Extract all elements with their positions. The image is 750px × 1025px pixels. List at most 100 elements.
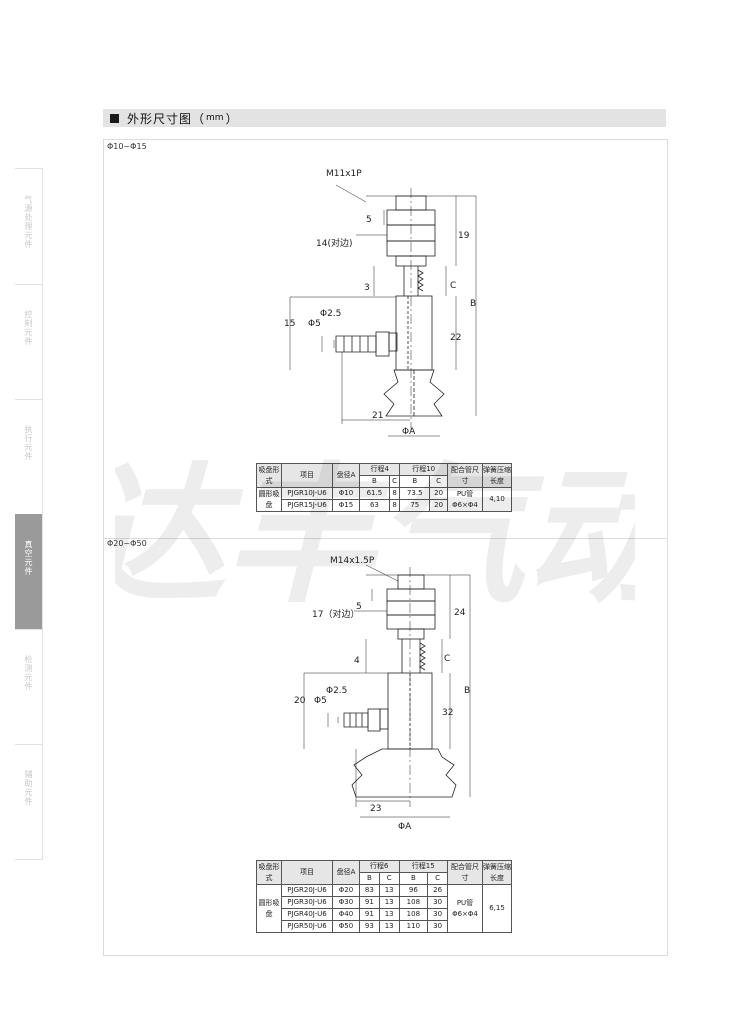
dimension-drawing-large: M14x1.5P 17（对边） 5 24 4 C B 20 Φ5 Φ2.5 32… [294,556,471,832]
cell-spring: 6,15 [482,884,512,933]
cell-b2: 96 [398,884,429,897]
cell-c2: 26 [427,884,448,897]
dim-c: C [450,281,456,291]
cell-dia: Φ10 [332,487,360,500]
th-item: 项目 [281,463,333,488]
dim-phi2-5: Φ2.5 [320,309,341,319]
table-row: 圆形吸盘 PJGR20J-U6 Φ20 83 13 96 26 PU管 Φ6×Φ… [256,884,512,933]
cell-b2: 75 [399,499,431,512]
cell-b1: 63 [359,499,390,512]
dimension-lines [303,564,471,818]
th-sub: C [429,475,448,488]
dim-4: 4 [354,656,360,666]
cell-b1: 83 [359,884,380,897]
th-sub: C [427,872,448,885]
cell-spring: 4,10 [482,487,512,512]
cell-item: PJGR30J-U6 [281,896,333,909]
dimension-drawing-small: M11x1P 14(对边) 5 19 3 C B 15 Φ5 Φ2.5 22 2… [284,169,477,437]
dim-15: 15 [284,319,295,329]
table-row: PJGR15J-U6 Φ15 63 8 75 20 [257,499,512,512]
th-stroke-b: 行程15 [398,860,449,873]
cell-pipe: PU管 Φ6×Φ4 [447,487,483,512]
th-spring: 弹簧压缩长度 [482,463,512,488]
thread-label: M14x1.5P [330,556,375,566]
category-sidebar: 气源处理元件 控制元件 执行元件 真空元件 检测元件 辅助元件 [15,168,43,860]
sidebar-item-label: 控制元件 [24,310,33,346]
th-dia: 盘径A [332,860,360,885]
th-sub: C [388,475,401,488]
section-title: 外形尺寸图 [127,111,193,126]
dim-32: 32 [442,708,453,718]
cell-item: PJGR40J-U6 [281,908,333,921]
cell-c1: 13 [378,896,400,909]
cell-c2: 20 [429,499,448,512]
th-sub: B [359,872,380,885]
cell-dia: Φ50 [332,920,360,933]
table-row: PJGR50J-U6 Φ50 93 13 110 30 [257,920,512,933]
sidebar-item-control[interactable]: 控制元件 [15,284,42,400]
cell-c2: 20 [429,487,448,500]
dim-19: 19 [458,231,470,241]
sidebar-item-vacuum[interactable]: 真空元件 [15,514,42,630]
suction-cup-drawing [335,188,445,430]
dim-phi5: Φ5 [314,696,327,706]
panel-title: Φ20~Φ50 [107,539,147,548]
dim-phi5: Φ5 [308,319,321,329]
th-pipe: 配合管尺寸 [447,463,483,488]
cell-dia: Φ30 [332,896,360,909]
dim-20: 20 [294,696,306,706]
cell-b1: 61.5 [359,487,390,500]
dim-5: 5 [366,215,372,225]
sidebar-item-air-treatment[interactable]: 气源处理元件 [15,169,42,285]
cell-c1: 13 [378,920,400,933]
th-sub: B [399,475,431,488]
dim-b: B [470,299,476,309]
dim-phiA: ΦA [402,427,416,437]
th-type: 吸盘形式 [256,463,282,488]
sidebar-item-sensor[interactable]: 检测元件 [15,629,42,745]
cell-c2: 30 [427,908,448,921]
cell-b1: 91 [359,896,380,909]
dim-phi2-5: Φ2.5 [326,686,347,696]
cell-item: PJGR50J-U6 [281,920,333,933]
th-pipe: 配合管尺寸 [447,860,483,885]
th-stroke-a: 行程6 [359,860,400,873]
table-row: 圆形吸盘 PJGR10J-U6 Φ10 61.5 8 73.5 20 PU管 Φ… [256,487,512,512]
dim-c: C [444,654,450,664]
th-dia: 盘径A [332,463,360,488]
drawing-panel-small: Φ10~Φ15 [103,139,668,539]
panel-title: Φ10~Φ15 [107,142,147,151]
cell-c1: 13 [378,884,400,897]
th-sub: C [378,872,400,885]
dim-23: 23 [370,804,381,814]
th-stroke-a: 行程4 [358,463,401,476]
sidebar-item-label: 检测元件 [24,655,33,691]
cell-dia: Φ15 [332,499,360,512]
cell-shape: 圆形吸盘 [256,884,282,933]
drawing-panel-large: Φ20~Φ50 [103,537,668,956]
cell-item: PJGR20J-U6 [281,884,333,897]
th-item: 项目 [281,860,333,885]
cell-dia: Φ40 [332,908,360,921]
cell-item: PJGR15J-U6 [281,499,333,512]
dim-5: 5 [356,602,362,612]
dim-3: 3 [364,283,370,293]
sidebar-item-auxiliary[interactable]: 辅助元件 [15,744,42,858]
bullet-square-icon [110,113,119,123]
across-flats-label: 17（对边） [312,608,359,620]
thread-label: M11x1P [326,169,362,179]
dimension-lines [289,184,477,437]
sidebar-item-actuator[interactable]: 执行元件 [15,399,42,515]
cell-b2: 73.5 [399,487,431,500]
paren-close: ） [225,111,238,126]
spec-table-small: 吸盘形式 项目 盘径A 行程4 行程10 配合管尺寸 弹簧压缩长度 B C B … [256,463,512,512]
th-sub: B [398,872,429,885]
th-spring: 弹簧压缩长度 [482,860,512,885]
paren-open: （ [192,111,205,126]
dim-b: B [464,686,470,696]
across-flats-label: 14(对边) [316,237,352,249]
th-type: 吸盘形式 [256,860,282,885]
sidebar-item-label: 气源处理元件 [24,195,33,249]
cell-b1: 93 [359,920,380,933]
suction-cup-drawing [343,567,457,807]
